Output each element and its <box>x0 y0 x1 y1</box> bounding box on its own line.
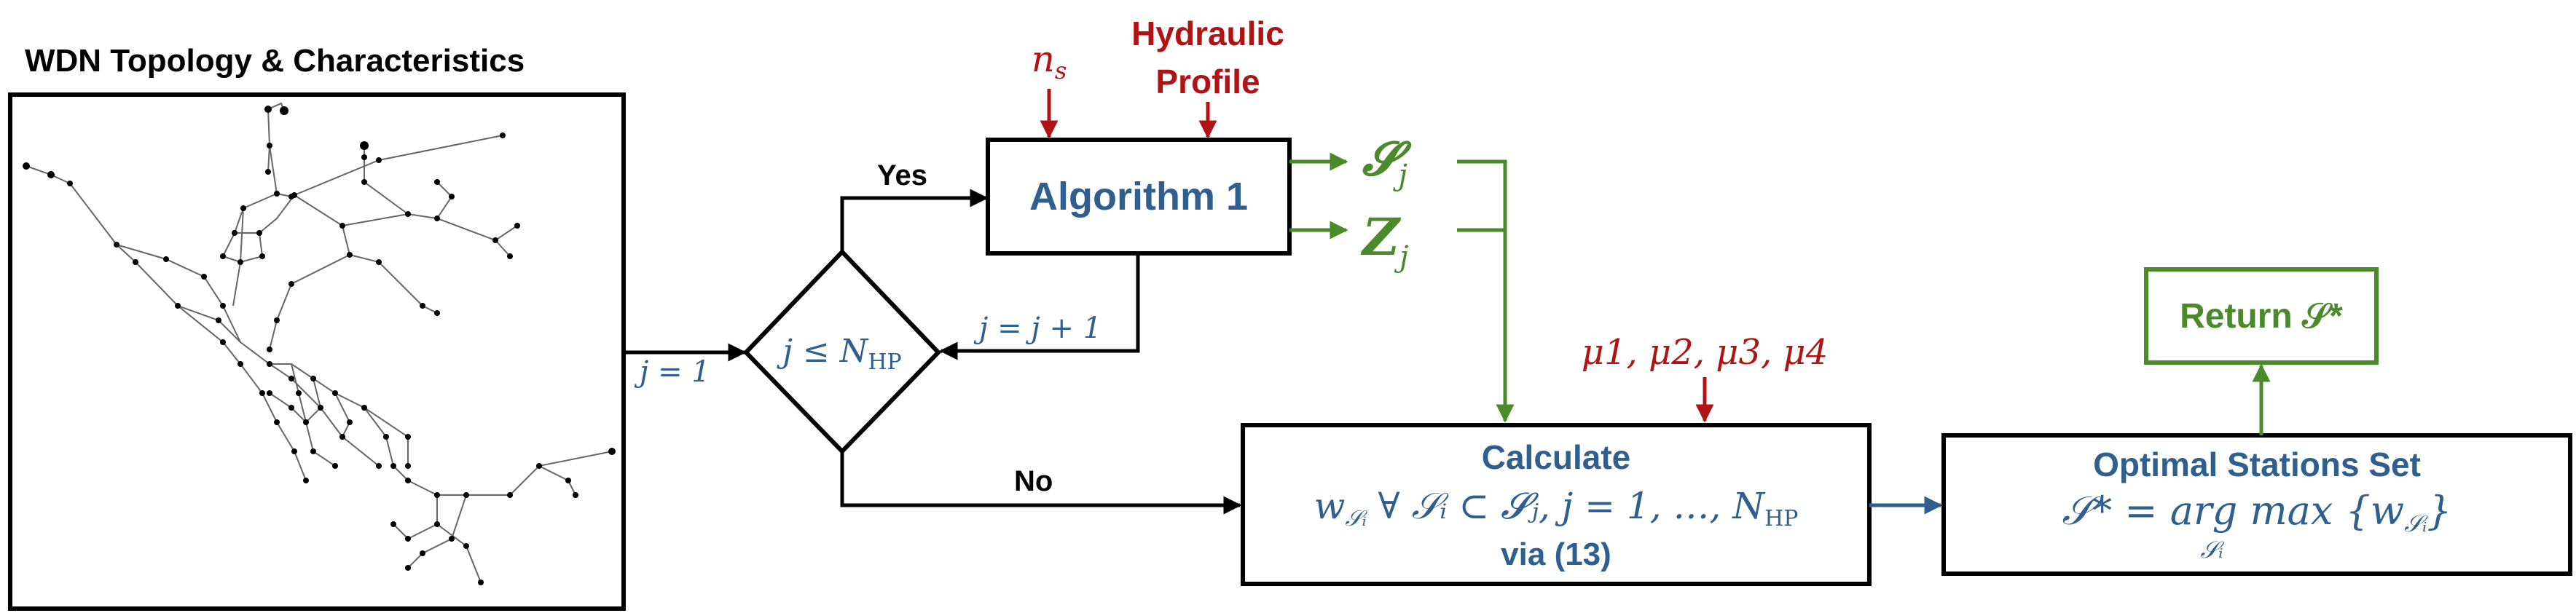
yes-label: Yes <box>877 159 927 191</box>
ns-main: n <box>1032 38 1055 80</box>
algorithm-box <box>986 138 1292 256</box>
mu-label: μ1, μ2, μ3, μ4 <box>1582 332 1828 373</box>
init-label: j = 1 <box>634 355 710 389</box>
calculate-formula: w𝒮ᵢ ∀ 𝒮ᵢ ⊂ 𝓢ⱼ, j = 1, …, NHP <box>1314 485 1799 531</box>
network-nodes <box>23 106 616 585</box>
calculate-box <box>1241 423 1872 586</box>
optimal-box <box>1941 433 2572 576</box>
formula-sub2: HP <box>1764 506 1798 531</box>
topology-panel <box>8 92 626 611</box>
formula-sub: 𝒮ᵢ <box>1345 506 1367 531</box>
z-output-label: Zj <box>1360 207 1409 274</box>
formula-rest: ∀ 𝒮ᵢ ⊂ 𝓢ⱼ, j = 1, …, N <box>1367 485 1767 527</box>
ns-sub: s <box>1055 57 1067 84</box>
network-graph <box>25 102 613 583</box>
loop-connector <box>939 255 1140 360</box>
increment-label: j = j + 1 <box>973 312 1102 345</box>
z-merge-connector <box>1457 228 1515 423</box>
condition-sub: HP <box>868 349 901 375</box>
hydraulic-label-line2: Profile <box>1155 63 1260 100</box>
optimal-title: Optimal Stations Set <box>2093 446 2421 483</box>
return-box <box>2144 267 2379 365</box>
optimal-sub: 𝒮ᵢ <box>2404 510 2428 537</box>
ns-label: ns <box>1032 38 1067 84</box>
algorithm-label: Algorithm 1 <box>1029 175 1248 218</box>
no-label: No <box>1014 465 1053 497</box>
hydraulic-label-line1: Hydraulic <box>1131 15 1284 52</box>
s-merge-connector <box>1457 159 1507 230</box>
formula-main: w <box>1314 485 1346 527</box>
return-label: Return 𝒮* <box>2180 297 2343 336</box>
topology-title: WDN Topology & Characteristics <box>25 43 525 79</box>
no-connector <box>840 451 1242 515</box>
decision-condition: j ≤ NHP <box>776 333 901 375</box>
optimal-right: } <box>2427 488 2451 534</box>
s-output-label: 𝓢j <box>1362 132 1412 192</box>
z-main: Z <box>1360 207 1402 267</box>
calculate-title: Calculate <box>1482 438 1631 476</box>
calculate-via: via (13) <box>1501 537 1611 572</box>
optimal-formula: 𝒮* = arg max {w𝒮ᵢ} <box>2062 488 2451 537</box>
yes-connector <box>840 189 989 252</box>
optimal-under: 𝒮ᵢ <box>2200 536 2224 563</box>
condition-main: j ≤ N <box>776 333 868 370</box>
optimal-left: 𝒮* = arg max {w <box>2062 488 2404 534</box>
